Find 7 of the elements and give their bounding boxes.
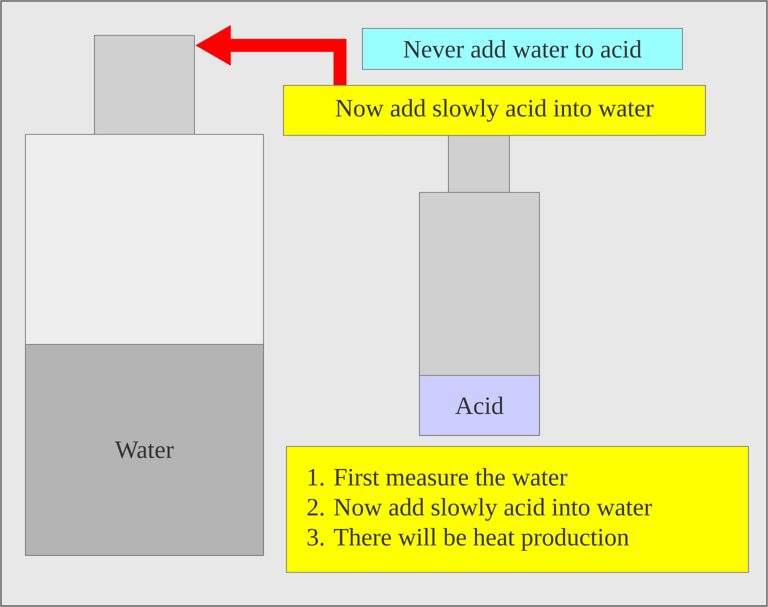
steps-box: 1. First measure the water 2. Now add slowly acid into water 3. There will be heat production bbox=[286, 446, 749, 573]
acid-level: Acid bbox=[419, 375, 540, 436]
bottle-cap bbox=[94, 35, 195, 136]
warning-box: Never add water to acid bbox=[362, 28, 683, 70]
bottle-cap bbox=[448, 135, 510, 195]
instruction-box: Now add slowly acid into water bbox=[283, 85, 706, 136]
water-level: Water bbox=[25, 344, 264, 556]
